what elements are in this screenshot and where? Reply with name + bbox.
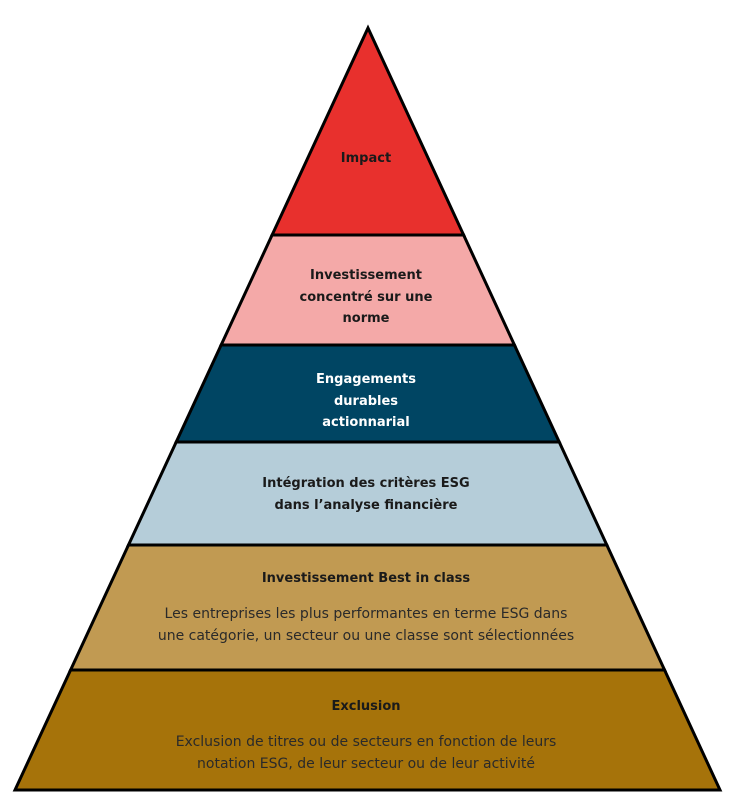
layer-best-in-class-title: Investissement Best in class: [261, 571, 471, 586]
layer-best-in-class-body: Les entreprises les plus performantes en…: [157, 606, 575, 644]
pyramid-layer-exclusion: [12, 668, 723, 792]
layer-exclusion-body: Exclusion de titres ou de secteurs en fo…: [175, 734, 557, 772]
layer-exclusion-title: Exclusion: [331, 699, 401, 714]
pyramid-layer-impact: [269, 24, 466, 237]
layer-impact-title: Impact: [340, 151, 392, 166]
